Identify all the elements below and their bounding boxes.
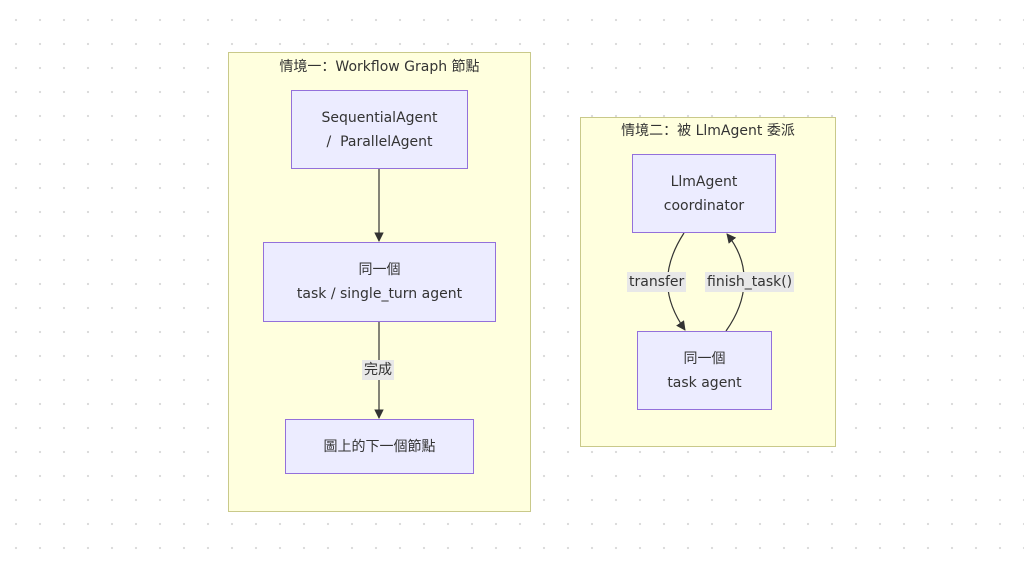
node-label-line1: LlmAgent <box>670 173 738 190</box>
node-next-graph-node[interactable]: 圖上的下一個節點 <box>285 419 474 474</box>
node-task-single-turn-agent[interactable]: 同一個 task / single_turn agent <box>263 242 496 322</box>
edge-label-transfer: transfer <box>627 272 687 292</box>
cluster-title: 情境一：Workflow Graph 節點 <box>279 59 480 75</box>
node-label-line1: 同一個 <box>683 350 726 367</box>
node-sequential-parallel-agent[interactable]: SequentialAgent / ParallelAgent <box>291 90 468 169</box>
edge-label-done: 完成 <box>362 360 394 380</box>
node-label-line2: coordinator <box>663 197 745 214</box>
node-label-line2: / ParallelAgent <box>326 133 433 150</box>
node-llmagent-coordinator[interactable]: LlmAgent coordinator <box>632 154 776 233</box>
node-label-line1: 圖上的下一個節點 <box>323 438 436 455</box>
cluster-title: 情境二：被 LlmAgent 委派 <box>621 123 795 139</box>
node-label-line2: task / single_turn agent <box>296 286 463 302</box>
node-task-agent[interactable]: 同一個 task agent <box>637 331 772 410</box>
node-label-line1: 同一個 <box>358 262 401 278</box>
edge-label-finish-task: finish_task() <box>705 272 795 292</box>
node-label-line2: task agent <box>667 374 742 391</box>
node-label-line1: SequentialAgent <box>321 109 438 126</box>
